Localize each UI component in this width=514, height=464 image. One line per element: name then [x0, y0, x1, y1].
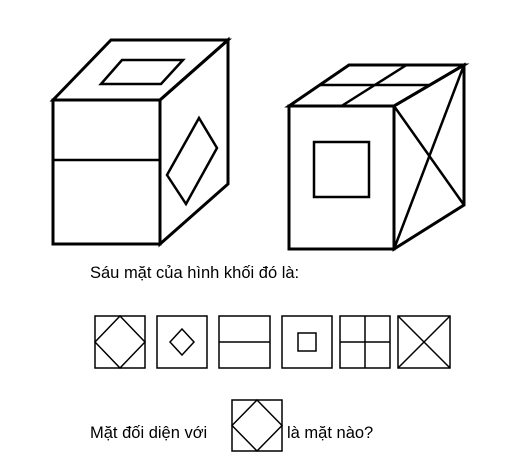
question-text-after: là mặt nào?: [287, 424, 374, 442]
cube-right-front-square: [312, 140, 371, 199]
cube-left-right-face: [158, 36, 230, 248]
cube-right-top-line-2: [340, 63, 408, 108]
face-option-small-diamond: [156, 315, 208, 369]
face-option-x: [397, 315, 451, 369]
question-face-diamond: [231, 399, 283, 452]
cube-right-right-diag-2: [392, 64, 466, 250]
faces-title: Sáu mặt của hình khối đó là:: [90, 264, 300, 282]
cube-left-right-diamond: [165, 115, 219, 207]
face-option-horizontal-line: [218, 315, 271, 369]
face-option-small-square: [281, 315, 333, 369]
face-option-cross: [339, 315, 391, 369]
cube-left-top-square: [98, 58, 186, 86]
cube-right-front-face: [287, 104, 396, 251]
question-text-before: Mặt đối diện với: [90, 424, 208, 442]
face-option-diamond-corner: [94, 315, 146, 369]
